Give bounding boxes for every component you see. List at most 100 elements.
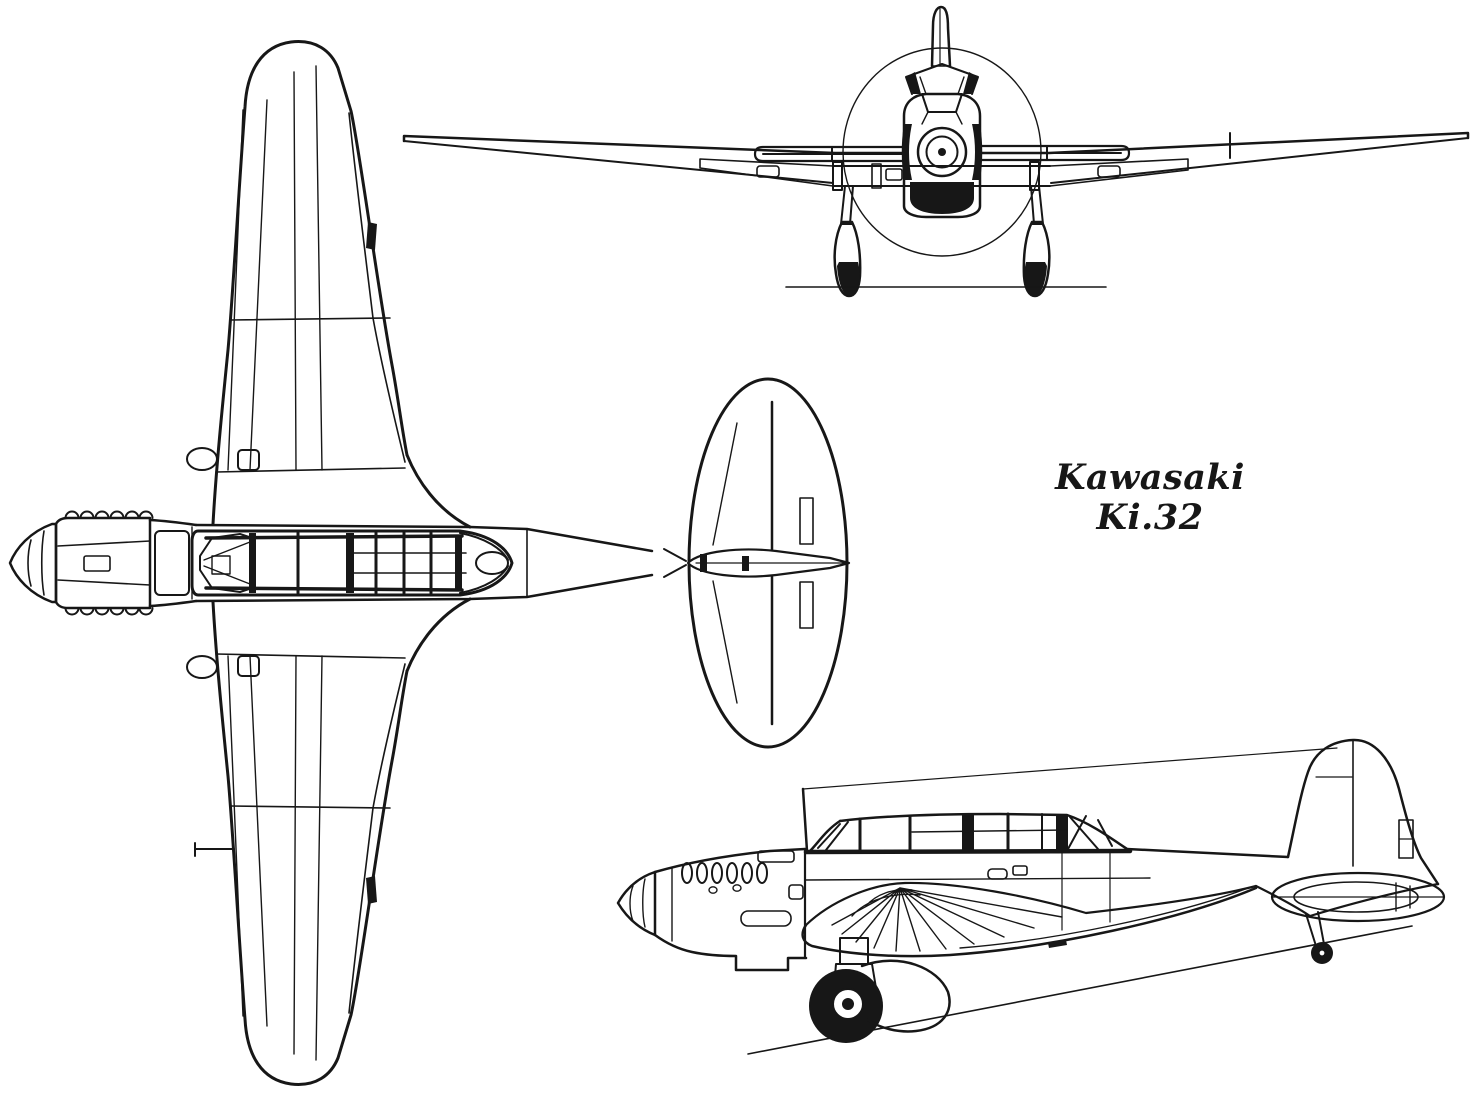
top-view-wing-upper-chord-line [229,317,391,321]
side-view-longeron [804,877,1151,881]
front-view-gear-attach-right [1029,161,1040,191]
top-view-wing-lower-hatch [237,655,260,677]
top-view-exhaust-stubs-bottom [64,607,154,616]
side-view-canopy-rear-braces [1067,815,1113,850]
top-view [8,40,851,1086]
side-view-canopy-sill [803,848,1133,855]
front-view-cowling [902,92,982,219]
top-view-root-fairing-lower [186,655,218,679]
front-view-gear-left-struts [840,185,854,225]
side-view-wing-dash [1048,940,1067,948]
side-view-nose-panel [757,850,795,863]
side-view-fan-arcs [851,888,921,917]
top-view-wing-lower-fillet [405,597,472,673]
top-view-wing-upper-aileron-hinge [348,112,374,319]
top-view-wing-lower-aileron-hinge [348,807,374,1014]
top-view-canopy-tail-fairing [459,532,509,594]
side-view-wing-lower-edge [801,886,1258,958]
side-view-fin-outline [1286,738,1440,886]
front-view-flap-panel-right [1049,158,1189,187]
front-view-engine-lines [921,111,963,125]
top-view-wing-lower-outline [211,600,409,1086]
front-view-wing-left-top [402,134,906,155]
front-view-carb-intake [921,93,963,113]
side-view-rear-belly [1254,884,1312,918]
front-view-tailplane-right [977,144,1131,162]
side-view-antenna-mast [801,787,809,853]
front-view-gear-right-struts [1030,185,1044,225]
top-view-fuselage-nose-sides [148,518,198,608]
side-view-canopy-frame-fill [962,815,974,851]
front-view-wing-right-top [978,131,1470,155]
top-view-forward-deck-panel [154,530,190,596]
top-view-wing-upper-hatch [237,449,260,471]
side-view-vent [708,886,718,894]
side-view-wheel-axle [842,998,854,1010]
side-view-rear-spine [1125,847,1290,859]
side-view-windscreen-braces [817,821,849,851]
top-view-wing-upper-outline [211,40,409,526]
top-view-exhaust-stubs-top [64,510,154,519]
side-view-hatch [788,884,804,900]
top-view-cowl-hatch [83,555,111,572]
front-view-flap-hatch-left [756,165,780,178]
side-view-wheel-spat [860,959,951,1033]
side-view-spinner [616,870,657,937]
side-view-nose-bottom [653,933,808,972]
top-view-cowl-panel-lines [57,540,151,586]
top-view-canopy-pane-rails [353,552,467,574]
side-view-tailwheel-hub [1318,949,1326,957]
front-view-tailplane-left-lines [762,146,906,162]
top-view-wing-lower-aileron-bracket [366,876,377,904]
top-view-pitot-tube [194,842,235,857]
top-view-elevator-tab-lower [799,581,814,629]
top-view-elevator-cutlines [712,422,738,704]
top-view-windscreen [199,533,253,593]
top-view-wing-lower-flap-hinge [372,663,406,809]
front-view-cowl-cheek-left [901,124,912,180]
front-view-flap-hatch-right [1097,165,1121,178]
top-view-cowling [54,516,152,610]
top-view-rudder-hinge-block [742,556,749,571]
front-view-gear-right-spat [1022,220,1051,298]
top-view-wing-upper-root-rib [215,467,406,473]
top-view-windscreen-pane [211,555,231,575]
top-view-fuselage-sides [194,523,654,603]
caption: Kawasaki Ki.32 [1020,458,1280,538]
top-view-canopy-frames [296,531,433,595]
side-view-canopy-mid-rail [911,829,1067,833]
side-view-flap-line [959,887,1249,949]
front-view-tailplane-right-lines [978,145,1122,161]
top-view-wing-upper-spars [227,65,323,471]
side-view-nose-top [653,847,807,874]
side-view-canopy-frames [858,812,1010,853]
side-view-tail-cone [1308,882,1440,918]
front-view-spinner-inner [925,135,959,169]
front-view [402,5,1470,298]
front-view-gear-left-spat [833,220,862,298]
front-view-windscreen [905,63,979,95]
side-view-windscreen [808,819,842,853]
side-view-spinner-segments [629,878,646,928]
side-view-fuselage-frames [1061,849,1111,931]
side-view-vent [732,884,742,892]
top-view-wing-upper-fillet [405,453,472,529]
top-view-wing-lower-chord-line [229,805,391,809]
side-view-canopy-frame-fill [1056,814,1068,851]
front-view-spinner-hub [938,148,946,156]
top-view-canopy-frame-fill [455,535,462,591]
side-view [616,738,1446,1055]
side-view-cowl-panel [740,910,792,927]
side-view-wing-upper-edge [804,881,1258,927]
top-view-fin-fairing-ticks [663,548,687,578]
side-view-exhaust-stubs [681,862,768,884]
top-view-elevator-tab-upper [799,497,814,545]
caption-line-2: Ki.32 [1096,497,1204,538]
side-view-elevator-tabs [1395,882,1411,912]
front-view-cowl-cheek-right [972,124,983,180]
front-view-windscreen-brace-left [906,72,921,94]
side-view-fuselage-hatch [987,868,1008,880]
front-view-center-hatch [885,168,903,181]
